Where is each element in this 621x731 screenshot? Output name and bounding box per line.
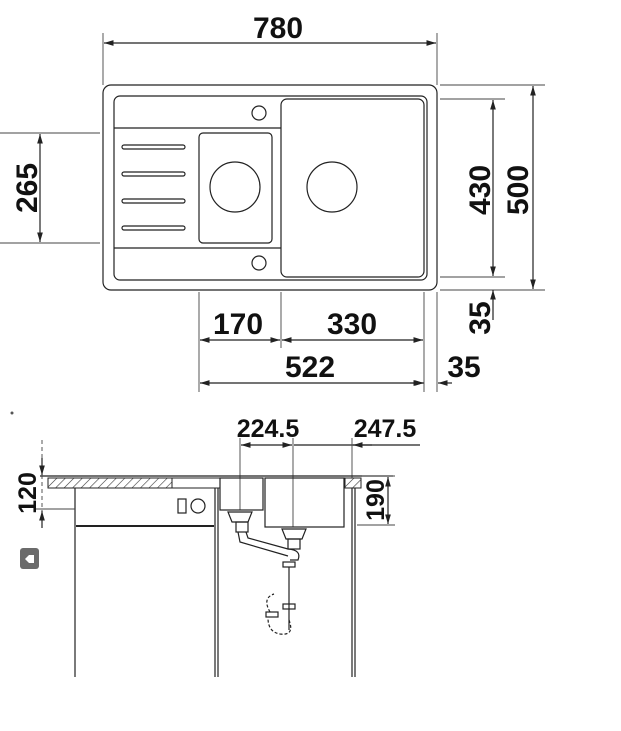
small-bowl-drain xyxy=(209,161,261,213)
dim-large-bowl-width: 330 xyxy=(327,308,377,341)
waste-pipe-assembly xyxy=(227,511,307,635)
drainer-groove xyxy=(121,225,186,231)
tap-hole-icon xyxy=(251,255,267,271)
pipe-elbow xyxy=(287,548,300,561)
dim-bowl-depth-side: 190 xyxy=(362,479,390,521)
dim-overall-depth: 500 xyxy=(502,165,535,215)
side-view: 224.5 247.5 xyxy=(14,415,420,677)
drainer-groove xyxy=(121,198,186,204)
overlay-button[interactable] xyxy=(20,548,39,569)
large-bowl-section xyxy=(264,477,345,528)
worktop-section-right xyxy=(344,477,362,489)
dim-overall-width: 780 xyxy=(253,12,303,45)
drainer-groove xyxy=(121,171,186,177)
dim-bowl-depth: 430 xyxy=(464,165,497,215)
pipe-fitting xyxy=(265,611,279,618)
trap xyxy=(266,593,292,635)
dim-rear-margin: 35 xyxy=(464,301,497,334)
tap-hole-icon xyxy=(251,105,267,121)
top-view: 780 265 430 500 35 xyxy=(0,12,545,392)
dim-large-drain-offset: 247.5 xyxy=(354,415,417,443)
worktop-section-left xyxy=(47,477,173,489)
dim-worktop-height: 120 xyxy=(14,472,42,514)
dim-bowls-span: 522 xyxy=(285,351,335,384)
large-bowl xyxy=(280,98,425,278)
sink-rim-left xyxy=(171,477,221,489)
small-bowl xyxy=(198,132,273,244)
small-bowl-section xyxy=(219,477,264,511)
dim-drainer-height: 265 xyxy=(11,163,44,213)
pipe-fitting xyxy=(282,603,296,610)
arrow-left-icon xyxy=(25,555,34,563)
drainer-grooves xyxy=(121,144,186,231)
strainer xyxy=(281,528,307,540)
pipe-fitting xyxy=(287,538,301,550)
pipe-fitting xyxy=(235,521,249,533)
sink-outline xyxy=(102,84,438,291)
dim-small-bowl-width: 170 xyxy=(213,308,263,341)
dim-side-margin: 35 xyxy=(447,351,480,384)
strainer xyxy=(227,511,253,523)
sink-inner-rim xyxy=(113,95,428,281)
dim-small-drain-offset: 224.5 xyxy=(237,415,300,443)
pipe-fitting xyxy=(282,561,296,568)
large-bowl-drain xyxy=(306,161,358,213)
socket-icon xyxy=(177,498,187,514)
socket-icon xyxy=(190,498,206,514)
drainer-groove xyxy=(121,144,186,150)
dot-mark xyxy=(10,411,14,415)
overflow-pipe xyxy=(237,531,289,557)
